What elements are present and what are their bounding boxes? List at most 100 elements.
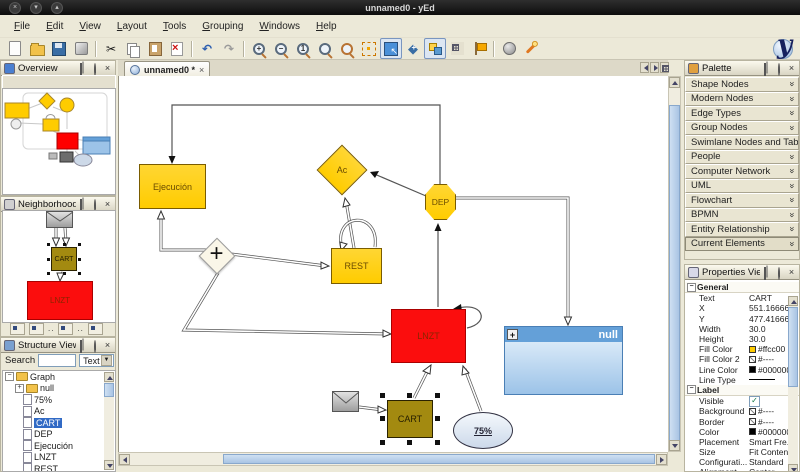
save-button[interactable] — [48, 38, 70, 59]
close-panel-button[interactable]: × — [788, 62, 795, 73]
properties-section-label[interactable]: −Label — [685, 384, 799, 397]
window-close-button[interactable]: × — [9, 1, 21, 14]
scroll-right-button[interactable] — [656, 454, 667, 465]
scrollbar-thumb[interactable] — [788, 307, 798, 387]
select-area-button[interactable] — [358, 38, 380, 59]
property-value[interactable]: Center — [749, 467, 775, 471]
close-panel-button[interactable]: × — [104, 62, 111, 73]
node-75-percent[interactable]: 75% — [453, 412, 513, 449]
cut-button[interactable]: ✂ — [100, 38, 122, 59]
zoom-selection-button[interactable] — [336, 38, 358, 59]
node-cart[interactable]: CART — [387, 400, 433, 438]
palette-section-people[interactable]: People» — [685, 149, 799, 164]
node-lnzt[interactable]: LNZT — [391, 309, 466, 363]
copy-button[interactable] — [122, 38, 144, 59]
property-value[interactable]: 30.0 — [749, 323, 766, 334]
tree-item-cart[interactable]: CART — [3, 417, 115, 429]
node-ac[interactable]: Ac — [316, 144, 368, 196]
window-minimize-button[interactable]: ▾ — [30, 1, 42, 14]
menu-view[interactable]: View — [79, 20, 101, 32]
tab-scroll-right-button[interactable] — [650, 62, 659, 73]
scroll-down-button[interactable] — [104, 460, 114, 470]
export-button[interactable] — [70, 38, 92, 59]
scrollbar-thumb[interactable] — [104, 383, 114, 397]
palette-section-uml[interactable]: UML» — [685, 178, 799, 193]
node-null-group[interactable]: null + — [504, 326, 623, 395]
tree-item-ac[interactable]: Ac — [3, 405, 115, 418]
float-panel-button[interactable] — [763, 62, 772, 76]
close-panel-button[interactable]: × — [788, 266, 795, 277]
scrollbar-thumb[interactable] — [223, 454, 655, 464]
palette-section-entity-relationship[interactable]: Entity Relationship» — [685, 222, 799, 237]
search-input[interactable] — [38, 354, 77, 367]
fit-content-button[interactable] — [314, 38, 336, 59]
menu-file[interactable]: File — [14, 20, 31, 32]
expand-icon[interactable]: + — [15, 383, 24, 393]
palette-section-shape-nodes[interactable]: Shape Nodes» — [685, 77, 799, 92]
tree-item-lnzt[interactable]: LNZT — [3, 451, 115, 464]
property-value[interactable]: 551.16666... — [749, 303, 797, 314]
tree-item-ejecucion[interactable]: Ejecución — [3, 440, 115, 452]
magic-wand-button[interactable] — [520, 38, 542, 59]
scroll-up-button[interactable] — [104, 372, 114, 382]
paste-button[interactable] — [144, 38, 166, 59]
redo-button[interactable]: ↷ — [218, 38, 240, 59]
pin-panel-button[interactable] — [91, 198, 100, 212]
neighborhood-nav-button[interactable] — [58, 322, 74, 335]
tab-close-icon[interactable]: × — [199, 64, 205, 75]
property-value[interactable]: 30.0 — [749, 334, 766, 345]
tree-item-dep[interactable]: DEP — [3, 428, 115, 441]
checkbox-checked[interactable]: ✓ — [749, 395, 760, 407]
palette-section-modern-nodes[interactable]: Modern Nodes» — [685, 91, 799, 106]
scrollbar-thumb[interactable] — [669, 105, 680, 441]
close-panel-button[interactable]: × — [104, 339, 111, 350]
undo-button[interactable]: ↶ — [196, 38, 218, 59]
float-panel-button[interactable] — [79, 339, 88, 353]
zoom-in-button[interactable]: + — [248, 38, 270, 59]
menu-tools[interactable]: Tools — [162, 20, 187, 32]
menu-help[interactable]: Help — [316, 20, 337, 32]
group-expand-button[interactable]: + — [507, 329, 518, 340]
grid-button[interactable] — [446, 38, 468, 59]
window-maximize-button[interactable]: ▴ — [51, 1, 63, 14]
property-value[interactable]: Fit Content — [749, 447, 791, 458]
structure-scrollbar[interactable] — [104, 372, 114, 470]
menu-edit[interactable]: Edit — [46, 20, 64, 32]
neighborhood-nav-button[interactable] — [87, 322, 103, 335]
node-plus-junction[interactable]: + — [198, 237, 236, 275]
tree-item-75[interactable]: 75% — [3, 394, 115, 406]
tab-scroll-left-button[interactable] — [640, 62, 649, 73]
property-value[interactable]: CART — [749, 293, 772, 304]
canvas-vertical-scrollbar[interactable] — [668, 76, 681, 452]
scroll-up-button[interactable] — [788, 296, 798, 306]
float-panel-button[interactable] — [79, 198, 88, 212]
cart-node-mini[interactable]: CART — [47, 243, 81, 275]
menu-layout[interactable]: Layout — [116, 20, 147, 32]
properties-scrollbar[interactable] — [788, 296, 798, 471]
property-value[interactable]: #000000 — [749, 365, 791, 375]
lnzt-node-mini[interactable]: LNZT — [27, 281, 93, 320]
open-button[interactable] — [26, 38, 48, 59]
node-ejecucion[interactable]: Ejecución — [139, 164, 206, 209]
scroll-up-button[interactable] — [669, 77, 680, 88]
property-value[interactable]: Smart Fre... — [749, 436, 794, 447]
new-button[interactable] — [4, 38, 26, 59]
palette-section-flowchart[interactable]: Flowchart» — [685, 193, 799, 208]
scroll-left-button[interactable] — [119, 454, 130, 465]
float-panel-button[interactable] — [79, 62, 88, 76]
tab-list-button[interactable] — [660, 62, 669, 73]
pin-panel-button[interactable] — [91, 62, 100, 76]
overview-minimap[interactable] — [2, 88, 116, 195]
navigate-button[interactable]: ◆ — [402, 38, 424, 59]
palette-section-computer-network[interactable]: Computer Network» — [685, 164, 799, 179]
tab-unnamed0[interactable]: unnamed0 * × — [124, 61, 211, 77]
canvas-horizontal-scrollbar[interactable] — [118, 452, 668, 466]
property-value[interactable]: #---- — [749, 417, 774, 427]
pin-panel-button[interactable] — [91, 339, 100, 353]
filter-dropdown[interactable]: Text ▼ — [79, 354, 114, 367]
node-dep[interactable]: DEP — [425, 184, 456, 220]
property-value[interactable]: #000000 — [749, 427, 791, 437]
delete-button[interactable] — [166, 38, 188, 59]
menu-grouping[interactable]: Grouping — [202, 20, 244, 32]
layout-preview-button[interactable] — [424, 38, 446, 59]
